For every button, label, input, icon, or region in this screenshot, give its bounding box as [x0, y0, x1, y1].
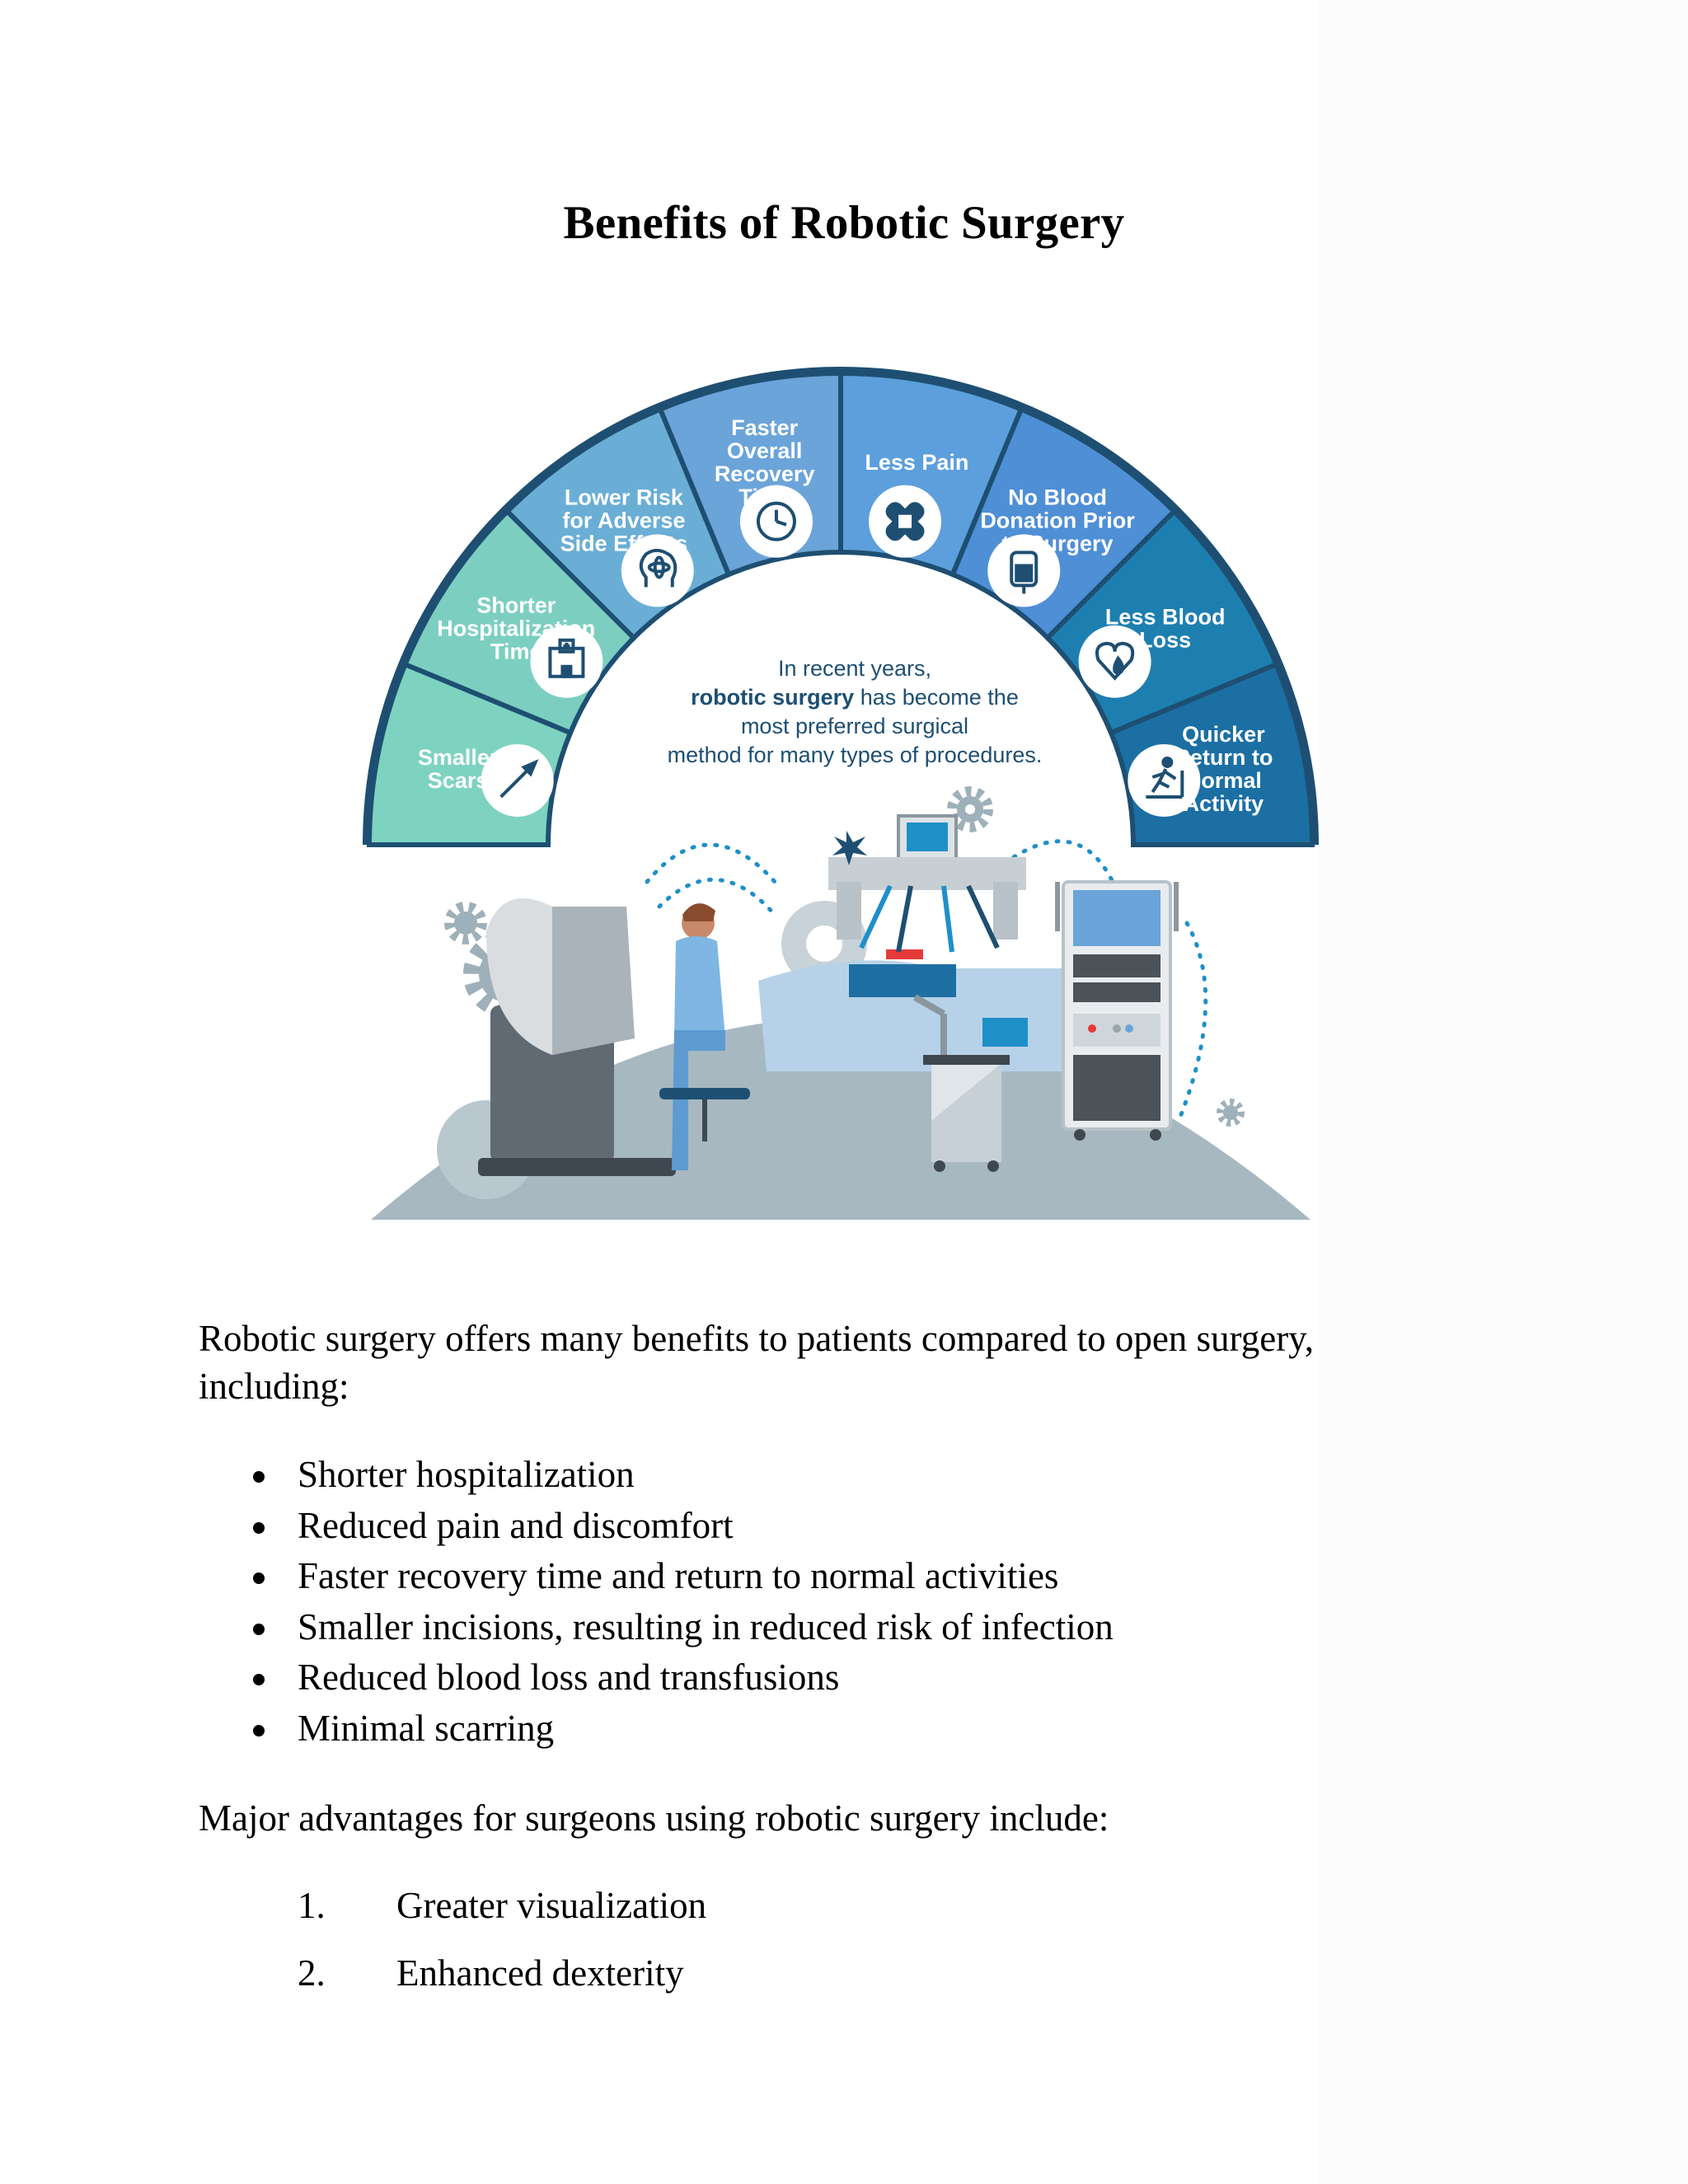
gear-icon: [947, 786, 993, 832]
bullet-icon: [253, 1674, 265, 1685]
center-line-2: robotic surgery has become the: [691, 685, 1019, 710]
list-item: Smaller incisions, resulting in reduced …: [199, 1602, 1270, 1653]
scalpel-icon: [481, 743, 554, 817]
gear-icon: [444, 902, 487, 944]
list-item-text: Shorter hospitalization: [298, 1454, 635, 1495]
arc-segment-label: Less Pain: [865, 450, 968, 475]
surgeon-console: [478, 898, 676, 1176]
atom-head-icon: [621, 534, 694, 607]
list-item-text: Reduced pain and discomfort: [298, 1504, 734, 1546]
surgeon-advantages-intro: Major advantages for surgeons using robo…: [199, 1797, 1109, 1839]
list-item-text: Enhanced dexterity: [396, 1952, 684, 1994]
list-item-text: Smaller incisions, resulting in reduced …: [298, 1605, 1114, 1647]
center-line-2-bold: robotic surgery: [691, 685, 854, 710]
clock-icon: [739, 485, 813, 558]
list-item-number: 2.: [298, 1952, 326, 1994]
vision-tower: [1055, 880, 1179, 1141]
bullet-icon: [253, 1471, 265, 1483]
bullet-icon: [253, 1623, 265, 1635]
blood-bag-icon: [987, 534, 1061, 607]
bullet-icon: [253, 1724, 265, 1736]
list-item-number: 1.: [298, 1885, 326, 1926]
instrument-cart: [913, 994, 1028, 1172]
signal-dots-left: [645, 842, 777, 884]
list-item: Reduced pain and discomfort: [199, 1501, 1270, 1552]
signal-dots-right: [1011, 839, 1115, 884]
surgery-scene: [444, 786, 1245, 1176]
list-item: Shorter hospitalization: [199, 1450, 1270, 1501]
list-item: Minimal scarring: [199, 1704, 1270, 1755]
surgical-robot: [828, 814, 1026, 953]
signal-dots-right-2: [1176, 921, 1208, 1123]
page-title: Benefits of Robotic Surgery: [563, 197, 1125, 249]
patient-table: [758, 949, 1088, 1071]
hospital-icon: [530, 625, 603, 698]
list-item-text: Greater visualization: [396, 1885, 707, 1926]
center-line-4: method for many types of procedures.: [668, 743, 1043, 767]
surgeon-advantages-list: 1. Greater visualization 2. Enhanced dexter…: [199, 1872, 1270, 2007]
list-item: Faster recovery time and return to norma…: [199, 1551, 1270, 1602]
signal-dots-left-2: [657, 878, 777, 917]
list-item-text: Reduced blood loss and transfusions: [298, 1657, 840, 1698]
list-item: 1. Greater visualization: [199, 1872, 1270, 1939]
page-edge-shade: [1319, 0, 1688, 2184]
center-line-2-rest: has become the: [854, 685, 1019, 710]
center-line-3: most preferred surgical: [741, 714, 968, 738]
list-item: Reduced blood loss and transfusions: [199, 1652, 1270, 1704]
bullet-icon: [253, 1521, 265, 1534]
treadmill-icon: [1128, 743, 1201, 817]
bandage-icon: [869, 485, 942, 558]
center-line-1: In recent years,: [778, 656, 931, 681]
arc-border: [363, 367, 1319, 846]
patient-benefits-intro: Robotic surgery offers many benefits to …: [199, 1318, 1315, 1407]
list-item-text: Faster recovery time and return to norma…: [298, 1555, 1059, 1596]
center-statement: In recent years, robotic surgery has bec…: [668, 656, 1043, 767]
gear-icon: [1217, 1099, 1245, 1127]
list-item: 2. Enhanced dexterity: [199, 1939, 1270, 2007]
heart-drop-icon: [1078, 625, 1151, 698]
bullet-icon: [253, 1572, 265, 1584]
surgeon-figure: [659, 903, 750, 1170]
list-item-text: Minimal scarring: [298, 1707, 555, 1749]
